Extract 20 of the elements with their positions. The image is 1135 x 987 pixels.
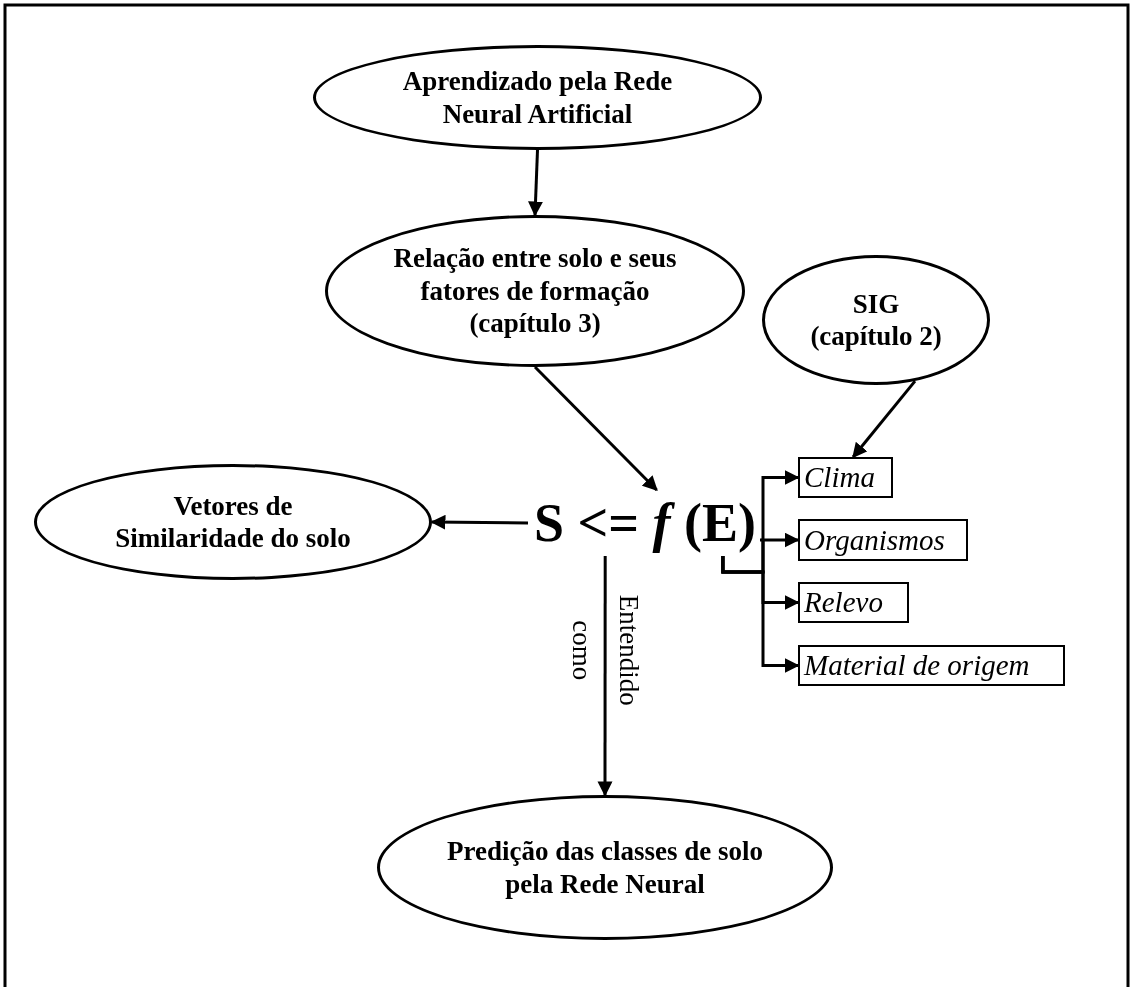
factor-label: Relevo [804,586,883,619]
node-label: SIG (capítulo 2) [809,287,943,353]
formula-text: S <= f (E) [533,492,756,554]
node-label: Vetores de Similaridade do solo [114,489,352,555]
node-label: Predição das classes de solo pela Rede Neural [446,835,764,900]
node-label: Aprendizado pela Rede Neural Artificial [401,65,674,130]
factor-box [798,645,1065,686]
factor-label: Material de origem [804,649,1030,682]
arrow [721,556,800,673]
arrow [597,556,613,797]
factor-label: Clima [804,461,875,494]
edge-label: Entendido como [566,593,646,708]
arrow [430,514,528,530]
node-label: Relação entre solo e seus fatores de formação (capítulo 3) [392,242,678,340]
factor-label: Organismos [804,523,945,557]
factor-box [798,582,909,623]
factor-box [798,457,893,498]
arrow [533,365,658,492]
factor-box [798,519,968,561]
arrow [528,149,543,217]
